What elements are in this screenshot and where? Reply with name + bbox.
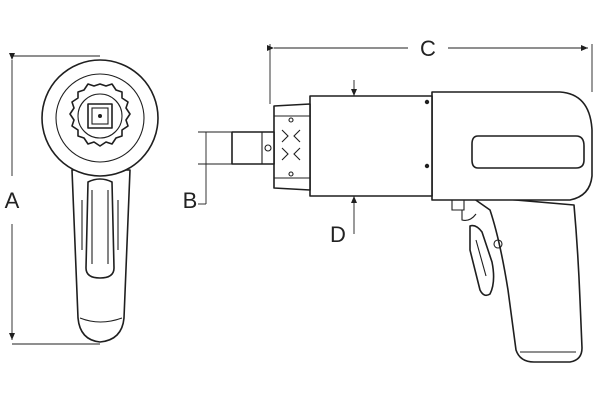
grip-side-lines bbox=[81, 200, 119, 250]
trigger-line bbox=[475, 239, 487, 277]
dim-d-label: D bbox=[330, 222, 346, 247]
dimension-c: C bbox=[267, 36, 593, 104]
housing-window bbox=[471, 135, 585, 169]
dim-b-label: B bbox=[183, 188, 198, 213]
dim-c-label: C bbox=[420, 36, 436, 61]
front-view-head-ring bbox=[55, 73, 145, 163]
drive-center-dot bbox=[98, 114, 102, 118]
detent-pin bbox=[264, 144, 272, 152]
nose-detail-bottom bbox=[288, 171, 294, 177]
front-view bbox=[41, 59, 159, 343]
square-drive bbox=[231, 131, 275, 165]
case-screw-top bbox=[424, 99, 430, 105]
nose-chevrons-lower bbox=[281, 147, 301, 161]
front-view-grip bbox=[85, 178, 115, 279]
hammer-case bbox=[309, 95, 433, 197]
side-view bbox=[231, 91, 593, 363]
trigger-guard bbox=[461, 210, 477, 221]
dimension-d: D bbox=[330, 80, 357, 247]
nose-chevrons-upper bbox=[281, 129, 301, 143]
case-screw-bottom bbox=[424, 163, 430, 169]
housing-foot bbox=[451, 200, 465, 211]
square-drive-inner bbox=[91, 107, 109, 125]
dim-a-label: A bbox=[5, 188, 20, 213]
dimension-b: B bbox=[183, 131, 232, 213]
dimension-a: A bbox=[5, 53, 100, 345]
trigger-pin bbox=[493, 239, 503, 249]
side-view-grip bbox=[469, 195, 583, 363]
nose-detail-top bbox=[288, 117, 294, 123]
nose-collar bbox=[273, 103, 311, 191]
grip-ribs bbox=[91, 190, 109, 264]
anvil-collar bbox=[77, 93, 123, 139]
handle-base-line bbox=[79, 317, 123, 323]
nose-collar-lines bbox=[274, 115, 310, 179]
